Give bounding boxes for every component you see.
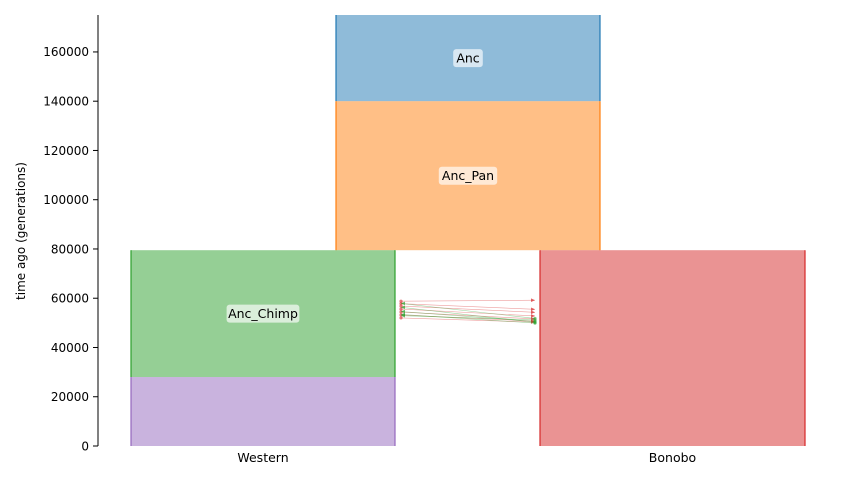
- migration-11: [400, 312, 537, 325]
- migration-arrowhead-8: [401, 309, 405, 314]
- migration-line-0: [400, 299, 536, 302]
- y-tick-label-160000: 160000: [43, 45, 89, 59]
- migration-origin-1: [399, 302, 403, 306]
- block-label-bg-anc_chimp: [226, 304, 300, 323]
- migration-line-11: [400, 314, 536, 324]
- y-tick-label-100000: 100000: [43, 193, 89, 207]
- migration-3: [399, 307, 536, 318]
- migration-2: [399, 304, 536, 315]
- migration-line-6: [400, 317, 536, 323]
- migration-origin-0: [399, 299, 403, 303]
- x-tick-label-bonobo: Bonobo: [649, 450, 696, 465]
- y-tick-label-20000: 20000: [51, 390, 89, 404]
- migration-origin-10: [533, 316, 537, 321]
- migration-line-9: [400, 307, 536, 323]
- migration-arrowhead-3: [531, 314, 535, 318]
- migration-6: [399, 316, 536, 324]
- block-bonobo: [540, 250, 805, 446]
- migration-line-8: [400, 311, 536, 322]
- migration-arrowhead-0: [531, 298, 535, 302]
- block-label-bg-anc_pan: [438, 166, 498, 185]
- migration-line-10: [400, 303, 536, 319]
- y-tick-label-40000: 40000: [51, 341, 89, 355]
- x-axis-tick-labels: Western Bonobo: [237, 450, 696, 465]
- migration-origin-3: [399, 307, 403, 311]
- block-label-anc_pan: Anc_Pan: [442, 168, 494, 183]
- block-label-anc_chimp: Anc_Chimp: [228, 306, 298, 321]
- migration-line-4: [400, 311, 536, 320]
- block-label-anc: Anc: [456, 51, 479, 66]
- migration-1: [399, 302, 536, 312]
- migration-line-1: [400, 303, 536, 310]
- block-western: [131, 377, 395, 446]
- migration-origin-11: [533, 321, 537, 325]
- migration-arrowhead-6: [531, 320, 535, 324]
- x-tick-label-western: Western: [237, 450, 288, 465]
- y-axis: 0 20000 40000 60000 80000 100000 120000 140000 1…: [43, 15, 99, 453]
- migration-line-5: [400, 314, 536, 322]
- y-tick-label-80000: 80000: [51, 242, 89, 256]
- migration-line-7: [400, 315, 536, 321]
- block-label-bg-anc: [453, 49, 483, 68]
- migration-arrowhead-10: [401, 301, 405, 306]
- y-axis-label: time ago (generations): [14, 162, 28, 300]
- migration-origin-2: [399, 304, 403, 308]
- migration-10: [400, 301, 537, 321]
- migration-arrowhead-11: [401, 312, 405, 317]
- population-blocks: [130, 15, 806, 446]
- migration-line-2: [400, 305, 536, 313]
- migration-origin-6: [399, 316, 403, 320]
- y-tick-label-0: 0: [81, 439, 89, 453]
- migration-line-3: [400, 308, 536, 317]
- migration-arrowhead-1: [531, 307, 535, 312]
- migration-arrowhead-9: [401, 305, 405, 310]
- y-tick-label-120000: 120000: [43, 144, 89, 158]
- migration-arrowhead-2: [531, 310, 535, 315]
- migration-0: [399, 298, 536, 303]
- y-tick-label-60000: 60000: [51, 292, 89, 306]
- migration-lines: [399, 298, 537, 325]
- y-tick-label-140000: 140000: [43, 95, 89, 109]
